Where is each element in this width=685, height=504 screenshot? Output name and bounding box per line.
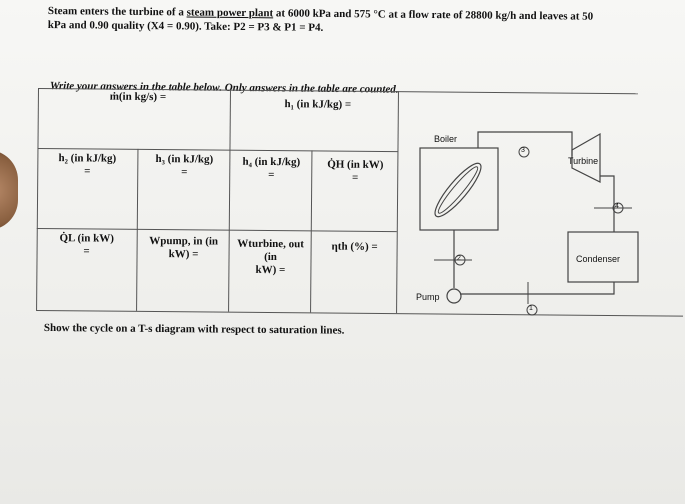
state-4-label: 4 xyxy=(615,203,619,210)
state-2-label: 2 xyxy=(457,255,461,262)
h3-eq: = xyxy=(181,166,188,179)
line-boiler-turbine xyxy=(477,131,573,156)
qh-eq: = xyxy=(352,171,359,184)
problem-underlined-term: steam power plant xyxy=(186,6,274,20)
efficiency-cell: ηth (%) = xyxy=(331,240,378,253)
h3-cell: h₃ (in kJ/kg) = xyxy=(141,153,227,180)
state-3-marker xyxy=(518,146,530,158)
h2-cell: h₂ (in kJ/kg) = xyxy=(41,152,133,179)
wturbine-cell: Wturbine, out (in kW) = xyxy=(232,238,308,278)
state-3-label: 3 xyxy=(521,147,525,154)
line-condenser-pump xyxy=(460,282,615,295)
state-1-label: 1 xyxy=(529,305,533,312)
boiler-label: Boiler xyxy=(434,134,458,144)
line-turbine-condenser xyxy=(600,175,615,232)
h2-eq: = xyxy=(84,165,91,178)
h3-label: h₃ (in kJ/kg) xyxy=(155,153,214,166)
row1-col-divider xyxy=(229,89,231,150)
pump-shape xyxy=(446,288,462,304)
qh-label: Q̇H (in kW) xyxy=(327,158,384,172)
condenser-box xyxy=(567,231,639,283)
mdot-cell: ṁ(in kg/s) = xyxy=(109,90,167,104)
problem-line1-pre: Steam enters the turbine of a xyxy=(47,4,187,19)
wturbine-eq: kW) = xyxy=(255,263,286,277)
condenser-label: Condenser xyxy=(576,254,621,264)
rankine-cycle-diagram xyxy=(419,131,639,316)
h4-label: h₄ (in kJ/kg) xyxy=(242,155,301,169)
table-right-inner-border xyxy=(396,91,399,314)
state-2-marker xyxy=(454,254,466,266)
h4-eq: = xyxy=(268,169,275,182)
wpump-eq: kW) = xyxy=(168,248,199,261)
boiler-box xyxy=(419,147,499,231)
qh-cell: Q̇H (in kW) = xyxy=(315,158,395,185)
h2-label: h₂ (in kJ/kg) xyxy=(58,152,117,165)
boiler-coil-inner xyxy=(437,166,479,214)
finger xyxy=(0,150,18,230)
ql-eq: = xyxy=(83,245,90,258)
turbine-label: Turbine xyxy=(568,156,599,166)
turbine-shape xyxy=(571,132,601,183)
state-1-marker xyxy=(526,304,538,316)
wpump-label: Wpump, in (in xyxy=(149,234,219,248)
ql-cell: Q̇L (in kW) = xyxy=(41,232,133,259)
pump-label: Pump xyxy=(416,292,440,302)
state-4-marker xyxy=(612,202,624,214)
boiler-coil xyxy=(434,162,482,218)
wpump-cell: Wpump, in (in kW) = xyxy=(140,235,226,262)
ql-label: Q̇L (in kW) xyxy=(59,232,114,245)
h1-cell: h₁ (in kJ/kg) = xyxy=(284,98,352,111)
wturbine-label: Wturbine, out (in xyxy=(237,237,305,264)
h4-cell: h₄ (in kJ/kg) = xyxy=(233,156,309,183)
